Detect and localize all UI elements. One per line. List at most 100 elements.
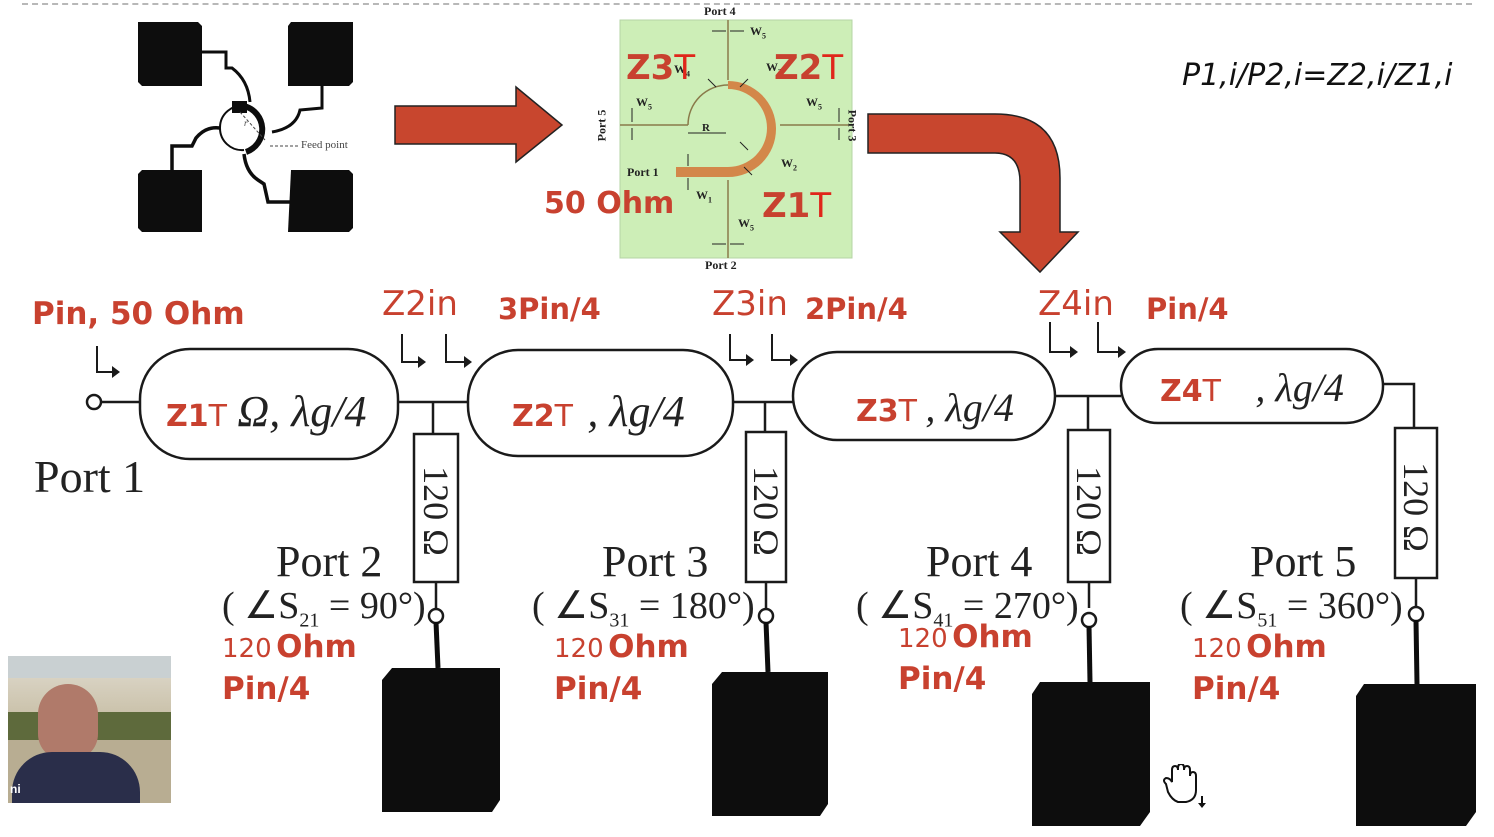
tline-4-exit (1383, 382, 1416, 428)
output-patch-port2 (382, 668, 500, 812)
webcam-name-label: ni (10, 782, 21, 796)
output-port-5: Port 5 ( ∠S51 = 360°) 120 Ohm Pin/4 (1180, 536, 1403, 707)
patch-bottom-left (138, 170, 202, 232)
w5-top-label: W5 (750, 24, 766, 41)
output-port-3: Port 3 ( ∠S31 = 180°) 120 Ohm Pin/4 (532, 536, 755, 707)
feed-point-label: Feed point (301, 139, 348, 151)
layout-port1-label: Port 1 (627, 165, 659, 179)
overlay-z3t: Z3T (626, 48, 696, 88)
z4in-label: Z4in (1038, 284, 1114, 324)
arrow-z4in-a (1049, 322, 1070, 353)
hybrid-ring-thick (243, 103, 266, 155)
webcam-person-head (38, 684, 98, 760)
substrate (619, 19, 853, 259)
feed-line-bl (170, 125, 221, 170)
arrow-right-icon (394, 85, 564, 164)
layout-port5-label: Port 5 (594, 109, 609, 142)
output-patch-port3 (712, 672, 828, 816)
port-power: Pin/4 (222, 670, 311, 707)
port-power: Pin/4 (554, 670, 643, 707)
port-impedance: 120 Ohm (1192, 628, 1327, 665)
junction3-power-label: Pin/4 (1146, 292, 1229, 326)
section-1-label: Z1T Ω, λg/4 (166, 387, 367, 436)
junction1-power-label: 3Pin/4 (498, 292, 601, 326)
w5-bottom-label: W5 (738, 216, 754, 233)
dimension-arrows (631, 30, 840, 245)
output-patch-port5 (1356, 684, 1476, 826)
w3-label: W3 (766, 60, 782, 77)
section-3-label: Z3T , λg/4 (856, 385, 1014, 430)
hand-cursor-icon (1163, 764, 1206, 808)
output-port-2: Port 2 ( ∠S21 = 90°) 120 Ohm Pin/4 (222, 536, 426, 707)
ring-copper-arc (676, 81, 776, 177)
port-power: Pin/4 (1192, 670, 1281, 707)
w5-left-label: W5 (636, 95, 652, 112)
overlay-z1t: Z1T (762, 186, 832, 226)
port-phase: ( ∠S21 = 90°) (222, 585, 426, 632)
port2-terminal (427, 607, 445, 625)
antenna-array-figure (138, 22, 353, 232)
section-4-label: Z4T , λg/4 (1160, 365, 1344, 410)
patch-bottom-right (288, 170, 353, 232)
port-phase: ( ∠S51 = 360°) (1180, 585, 1403, 632)
radius-r-label: r (244, 118, 248, 128)
arrow-z4in-b (1097, 322, 1118, 353)
output-patch-port4 (1032, 682, 1150, 826)
overlay-z2t: Z2T (774, 48, 844, 88)
z3in-label: Z3in (712, 284, 788, 324)
z2in-label: Z2in (382, 284, 458, 324)
webcam-thumbnail[interactable]: ni (8, 656, 171, 803)
webcam-sky (8, 656, 171, 680)
port-name: Port 3 (602, 537, 709, 586)
port-impedance: 120 Ohm (898, 618, 1033, 655)
port4-terminal (1080, 611, 1098, 629)
feed-impedance-label: 50 Ohm (544, 186, 675, 221)
port-impedance: 120 Ohm (222, 628, 357, 665)
feed-stub (232, 101, 247, 113)
w2-label: W2 (781, 156, 797, 173)
port-phase: ( ∠S31 = 180°) (532, 585, 755, 632)
port-phase: ( ∠S41 = 270°) (856, 585, 1079, 632)
radius-marker (239, 111, 266, 141)
w4-label: W4 (674, 62, 690, 79)
port-name: Port 5 (1250, 537, 1357, 586)
w1-label: W1 (696, 188, 712, 205)
layout-port4-label: Port 4 (704, 4, 736, 18)
layout-port3-label: Port 3 (845, 109, 860, 142)
port-name: Port 2 (276, 537, 383, 586)
feed-line-tl (202, 50, 252, 103)
power-ratio-formula: P1,i/P2,i=Z2,i/Z1,i (1182, 58, 1453, 93)
slide-top-border (22, 3, 1472, 5)
arrow-pin (96, 346, 112, 373)
port1-label: Port 1 (34, 451, 146, 502)
w5-right-label: W5 (806, 95, 822, 112)
arrow-z3in-b (771, 334, 790, 361)
port1-terminal (85, 393, 103, 411)
output-port-4: Port 4 ( ∠S41 = 270°) 120 Ohm Pin/4 (856, 536, 1079, 697)
port-name: Port 4 (926, 537, 1033, 586)
tline-section-1 (138, 347, 400, 461)
rat-race-layout-figure (619, 19, 853, 259)
arrow-z2in-a (401, 334, 418, 363)
input-power-label: Pin, 50 Ohm (32, 296, 245, 332)
patch-top-right (288, 22, 353, 86)
layout-port2-label: Port 2 (705, 258, 737, 272)
arrow-curved-down-icon (867, 113, 1080, 274)
junction2-power-label: 2Pin/4 (805, 292, 908, 326)
port3-terminal (757, 607, 775, 625)
arrow-heads (112, 346, 1126, 378)
port5-terminal (1407, 605, 1425, 623)
webcam-person-shirt (12, 752, 140, 803)
ring-thin-arc (687, 84, 729, 126)
layout-radius-label: R (702, 122, 710, 134)
port-power: Pin/4 (898, 660, 987, 697)
arrow-z3in-a (729, 334, 746, 361)
section-2-label: Z2T , λg/4 (512, 387, 685, 436)
schematic (85, 322, 1439, 629)
port-impedance: 120 Ohm (554, 628, 689, 665)
tline-section-4 (1119, 347, 1385, 425)
patch-top-left (138, 22, 202, 86)
feed-line-tr (271, 86, 324, 134)
arrow-z2in-b (445, 334, 464, 363)
